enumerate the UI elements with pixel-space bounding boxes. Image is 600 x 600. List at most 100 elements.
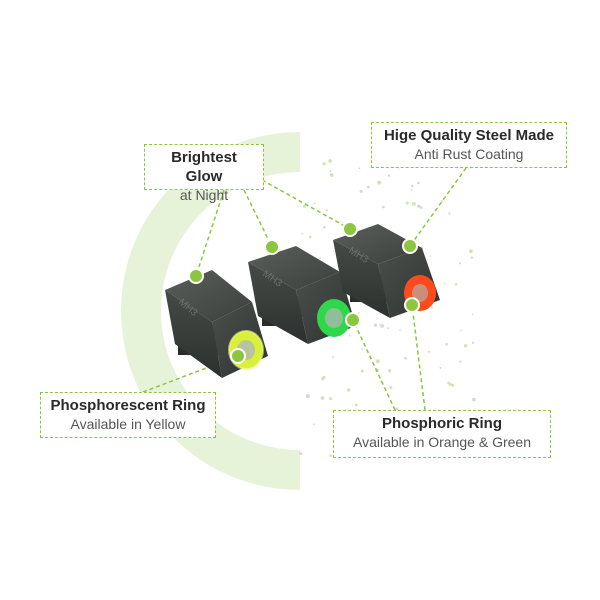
speckle-dot (387, 327, 390, 330)
speckle-dot (361, 348, 363, 350)
marker-dot (342, 221, 358, 237)
speckle-dot (301, 232, 304, 235)
speckle-dot (329, 454, 333, 458)
speckle-dot (405, 201, 409, 205)
speckle-dot (359, 189, 363, 193)
marker-dot (404, 297, 420, 313)
callout-steel-quality: Hige Quality Steel Made Anti Rust Coatin… (371, 122, 567, 168)
callout-subtitle: Available in Orange & Green (353, 434, 531, 450)
speckle-dot (305, 394, 310, 399)
speckle-dot (443, 282, 446, 285)
speckle-dot (323, 225, 326, 229)
speckle-dot (302, 204, 306, 208)
speckle-dot (348, 334, 351, 337)
speckle-dot (389, 386, 393, 390)
connector-lines (142, 167, 467, 411)
speckle-dot (325, 209, 328, 212)
speckle-dot (320, 396, 325, 400)
speckle-dot (308, 235, 312, 239)
speckle-dot (458, 262, 461, 265)
callout-subtitle: at Night (179, 187, 229, 203)
speckle-dot (454, 283, 458, 286)
speckle-dot (381, 205, 385, 209)
connector-line (409, 167, 467, 247)
speckle-dot (360, 369, 364, 373)
speckle-dot (459, 360, 462, 363)
speckle-dot (471, 341, 475, 344)
speckle-dot (417, 204, 421, 208)
speckle-dot (471, 313, 474, 316)
marker-dot (402, 238, 418, 254)
marker-dot (345, 312, 361, 328)
speckle-dot (358, 167, 361, 170)
connector-line (195, 189, 225, 277)
speckle-dot (375, 359, 380, 364)
speckle-dot (441, 200, 444, 202)
speckle-dot (332, 356, 335, 359)
speckle-dot (411, 184, 414, 188)
speckle-dot (410, 188, 413, 191)
speckle-dot (380, 324, 384, 328)
speckle-dot (472, 397, 476, 402)
marker-dot (264, 239, 280, 255)
speckle-dot (319, 257, 322, 260)
connector-line (352, 319, 396, 411)
speckle-dot (412, 202, 416, 206)
speckle-dot (399, 329, 402, 331)
connector-line (243, 189, 273, 248)
callout-title: Phosphoric Ring (382, 415, 502, 432)
speckle-dot (352, 458, 354, 461)
speckle-dot (469, 249, 473, 254)
speckle-dot (419, 205, 423, 209)
speckle-dot (439, 366, 442, 369)
speckle-dot (470, 256, 474, 259)
callout-subtitle: Anti Rust Coating (414, 146, 524, 162)
callout-title: Phosphorescent Ring (50, 397, 206, 414)
speckle-dot (429, 255, 432, 257)
marker-dot (230, 348, 246, 364)
speckle-dot (299, 452, 303, 455)
callout-title: Brightest Glow (171, 149, 237, 185)
speckle-dot (367, 185, 370, 189)
connector-line (261, 179, 351, 230)
callout-subtitle: Available in Yellow (70, 416, 186, 432)
speckle-dot (430, 306, 433, 309)
speckle-dot (448, 212, 451, 215)
speckle-dot (460, 329, 462, 332)
speckle-dot (379, 324, 381, 326)
speckle-dot (313, 423, 315, 426)
speckle-dot (448, 382, 452, 386)
speckle-dot (332, 250, 335, 252)
callout-phosphoric-ring: Phosphoric Ring Available in Orange & Gr… (333, 410, 551, 458)
speckle-dot (387, 174, 390, 177)
speckle-dot (354, 403, 358, 407)
front-sight-orange: MH3 (333, 224, 440, 318)
speckle-dot (373, 323, 378, 327)
speckle-dot (451, 383, 455, 387)
callout-brightest-glow: Brightest Glow at Night (144, 144, 264, 203)
marker-dots (188, 221, 420, 364)
speckle-dot (404, 356, 407, 360)
callout-phosphorescent-ring: Phosphorescent Ring Available in Yellow (40, 392, 216, 438)
speckle-dot (329, 173, 334, 177)
speckle-dot (329, 397, 333, 401)
speckle-dot (387, 369, 392, 373)
speckle-dot (463, 344, 468, 348)
callout-title: Hige Quality Steel Made (383, 127, 555, 144)
connector-line (411, 304, 426, 411)
speckle-dot (377, 180, 382, 185)
speckle-dot (313, 202, 316, 205)
speckle-dot (329, 170, 332, 173)
speckle-dot (428, 350, 431, 353)
speckle-dot (358, 312, 360, 314)
front-sight-yellow: MH3 (165, 270, 268, 378)
marker-dot (188, 268, 204, 284)
speckle-dot (328, 159, 332, 163)
front-sight-green: MH3 (248, 246, 356, 344)
speckle-dot (346, 388, 351, 392)
speckle-dot (322, 162, 326, 166)
speckle-dot (322, 375, 326, 379)
speckle-dot (445, 342, 448, 346)
speckle-dot (416, 181, 420, 185)
